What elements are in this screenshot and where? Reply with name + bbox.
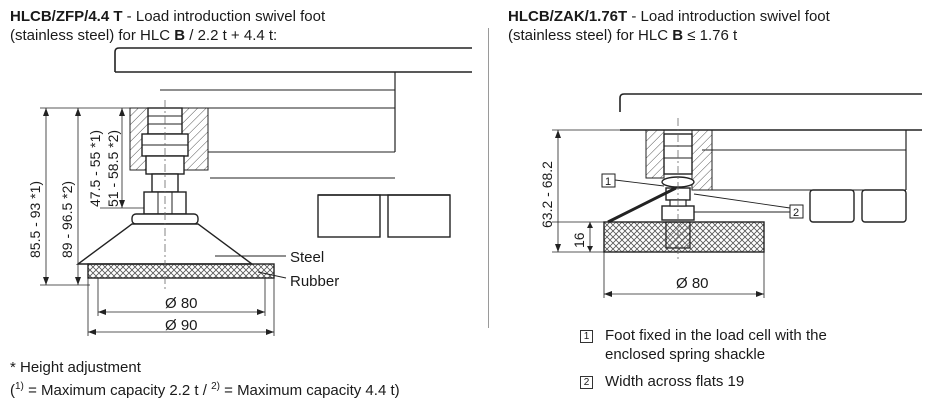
load-cell-body [114, 47, 472, 72]
left-caption-code: HLCB/ZFP/4.4 T [10, 8, 123, 25]
legend-1-num: 1 [580, 330, 593, 343]
note-sup2: 2) [211, 381, 220, 392]
note-line2b: = Maximum capacity 2.2 t / [23, 382, 212, 399]
note-paren: ( [10, 382, 15, 399]
housing-box-1 [317, 194, 381, 238]
right-caption-bold-b: B [672, 27, 684, 44]
right-caption-line2b: ≤ 1.76 t [683, 27, 738, 44]
right-dim-total: 63.2 - 68.2 [539, 161, 555, 228]
right-dia: Ø 80 [676, 275, 709, 292]
housing-box-2 [387, 194, 451, 238]
note-sup1: 1) [15, 381, 24, 392]
legend-2-num: 2 [580, 376, 593, 389]
right-drawing: 63.2 - 68.2 16 Ø 80 1 2 [539, 93, 922, 298]
dia-outer: Ø 90 [165, 317, 198, 334]
label-steel: Steel [290, 249, 324, 266]
dia-inner: Ø 80 [165, 295, 198, 312]
right-hatched-wall-right [691, 129, 713, 191]
left-caption-bold-b: B [174, 27, 186, 44]
right-housing-box-2 [861, 189, 907, 223]
right-caption: HLCB/ZAK/1.76T - Load introduction swive… [508, 7, 938, 45]
legend-1-line1: Foot fixed in the load cell with the [605, 327, 827, 344]
height-adjustment-note: * Height adjustment (1) = Maximum capaci… [10, 358, 480, 400]
legend-item-1: 1 Foot fixed in the load cell with the en… [580, 326, 920, 364]
left-caption-line2a: (stainless steel) for HLC [10, 27, 175, 44]
right-hatched-wall-left [645, 129, 665, 179]
callout-2: 2 [793, 207, 799, 219]
left-caption-rest: - Load introduction swivel foot [122, 8, 326, 25]
right-caption-line2a: (stainless steel) for HLC [508, 27, 673, 44]
callout-1: 1 [605, 176, 611, 188]
dim-upper-1: 47.5 - 55 *1) [87, 130, 103, 207]
panel-divider [488, 28, 489, 328]
dim-upper-2: 51 - 58.5 *2) [105, 130, 121, 207]
legend-item-2: 2 Width across flats 19 [580, 372, 920, 391]
left-caption: HLCB/ZFP/4.4 T - Load introduction swive… [10, 7, 470, 45]
right-caption-code: HLCB/ZAK/1.76T [508, 8, 628, 25]
left-drawing: 85.5 - 93 *1) 89 - 96.5 *2) 47.5 - 55 *1… [27, 47, 472, 336]
dim-total-2: 89 - 96.5 *2) [59, 181, 75, 258]
hatched-wall-right [181, 107, 209, 171]
label-rubber: Rubber [290, 273, 339, 290]
legend-2-text: Width across flats 19 [605, 373, 745, 390]
right-load-cell-body [619, 93, 922, 112]
rubber-pad [87, 263, 275, 279]
right-caption-rest: - Load introduction swivel foot [627, 8, 830, 25]
right-spring-lever [607, 186, 677, 224]
legend-1-line2: enclosed spring shackle [605, 346, 766, 363]
dim-total-1: 85.5 - 93 *1) [27, 181, 43, 258]
note-line1: * Height adjustment [10, 359, 141, 376]
left-caption-line2b: / 2.2 t + 4.4 t: [185, 27, 278, 44]
right-dim-base: 16 [571, 232, 587, 248]
note-line2c: = Maximum capacity 4.4 t) [219, 382, 400, 399]
right-housing-box-1 [809, 189, 855, 223]
